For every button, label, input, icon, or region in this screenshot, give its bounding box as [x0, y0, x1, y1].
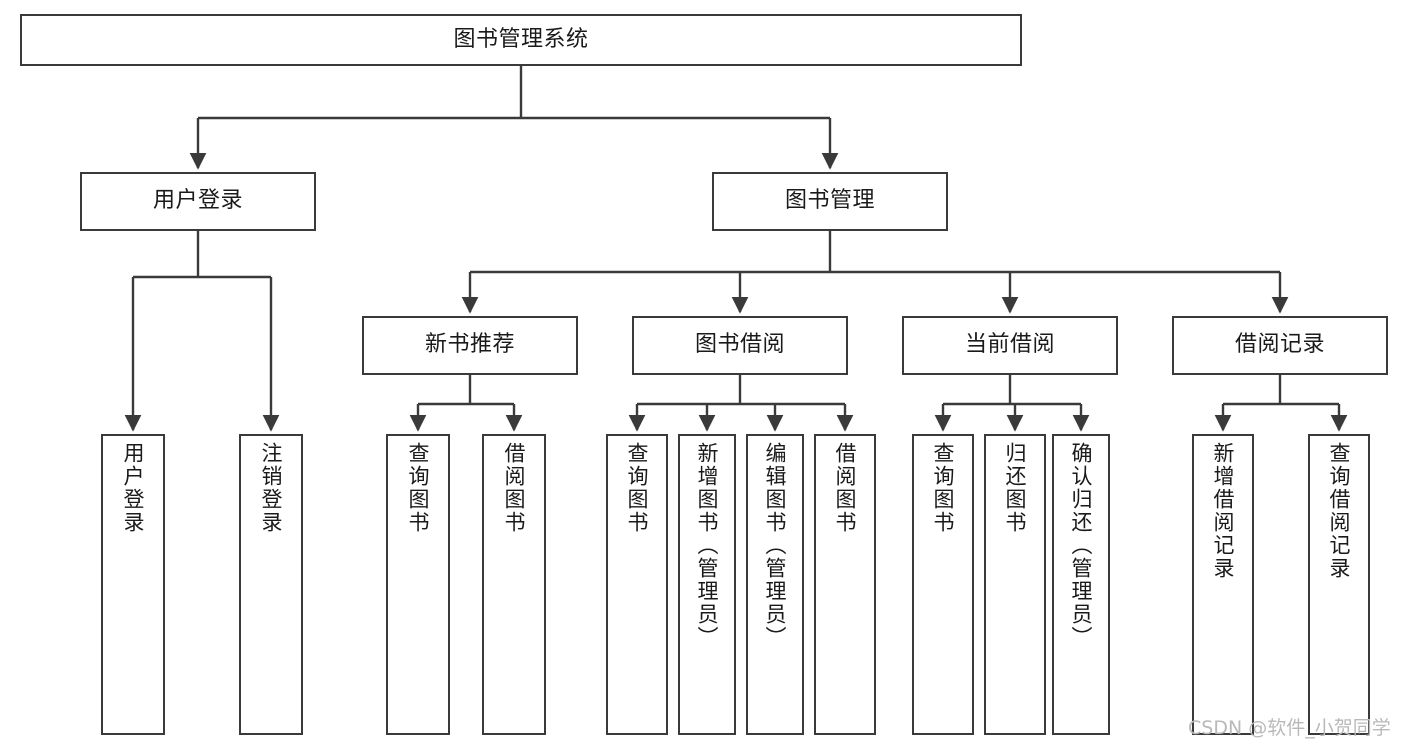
node-label: 新增图书（管理员） — [695, 442, 720, 649]
node-label: 归还图书 — [1003, 442, 1028, 534]
node-label: 图书借阅 — [694, 332, 785, 358]
node-leaf-return-book[interactable]: 归还图书 — [984, 434, 1046, 735]
node-leaf-borrow-book[interactable]: 借阅图书 — [814, 434, 876, 735]
node-label: 借阅图书 — [833, 442, 858, 534]
node-label: 用户登录 — [152, 188, 243, 214]
node-leaf-user-login[interactable]: 用户登录 — [101, 434, 165, 735]
node-leaf-borrow-book-new[interactable]: 借阅图书 — [482, 434, 546, 735]
node-leaf-add-book[interactable]: 新增图书（管理员） — [678, 434, 736, 735]
node-label: 查询借阅记录 — [1327, 442, 1352, 580]
node-label: 编辑图书（管理员） — [763, 442, 788, 649]
node-root-system[interactable]: 图书管理系统 — [20, 14, 1022, 66]
node-label: 新书推荐 — [424, 332, 515, 358]
node-leaf-query-book-current[interactable]: 查询图书 — [912, 434, 974, 735]
node-new-book-recommend[interactable]: 新书推荐 — [362, 316, 578, 375]
node-leaf-query-borrow-record[interactable]: 查询借阅记录 — [1308, 434, 1370, 735]
csdn-watermark: CSDN @软件_小贺同学 — [1188, 717, 1391, 739]
node-book-borrow[interactable]: 图书借阅 — [632, 316, 848, 375]
node-label: 确认归还（管理员） — [1069, 442, 1094, 649]
node-user-login[interactable]: 用户登录 — [80, 172, 316, 231]
node-label: 借阅记录 — [1234, 332, 1325, 358]
node-leaf-logout[interactable]: 注销登录 — [239, 434, 303, 735]
node-label: 查询图书 — [625, 442, 650, 534]
node-label: 借阅图书 — [502, 442, 527, 534]
node-label: 当前借阅 — [964, 332, 1055, 358]
node-leaf-confirm-return[interactable]: 确认归还（管理员） — [1052, 434, 1110, 735]
node-leaf-query-book-borrow[interactable]: 查询图书 — [606, 434, 668, 735]
node-current-borrow[interactable]: 当前借阅 — [902, 316, 1118, 375]
node-label: 新增借阅记录 — [1211, 442, 1236, 580]
node-label: 注销登录 — [259, 442, 284, 534]
node-leaf-add-borrow-record[interactable]: 新增借阅记录 — [1192, 434, 1254, 735]
node-label: 查询图书 — [931, 442, 956, 534]
node-book-manage[interactable]: 图书管理 — [712, 172, 948, 231]
node-label: 图书管理系统 — [453, 26, 589, 52]
node-label: 用户登录 — [121, 442, 146, 534]
node-label: 图书管理 — [784, 188, 875, 214]
node-borrow-record[interactable]: 借阅记录 — [1172, 316, 1388, 375]
node-label: 查询图书 — [406, 442, 431, 534]
node-leaf-edit-book[interactable]: 编辑图书（管理员） — [746, 434, 804, 735]
node-leaf-query-book-new[interactable]: 查询图书 — [386, 434, 450, 735]
